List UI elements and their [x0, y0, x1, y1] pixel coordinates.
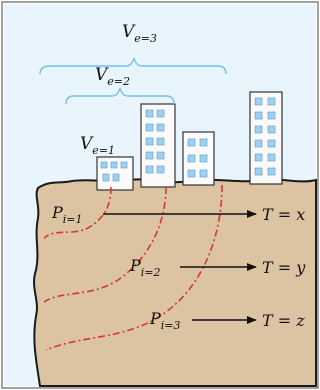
brace-ve3: [39, 57, 227, 75]
result-t-y: T = y: [262, 258, 306, 277]
result-t-x: T = x: [262, 205, 305, 224]
zone-boundary-2: [43, 186, 167, 303]
p1-label: Pi=1: [51, 203, 83, 226]
building-icon: [140, 103, 176, 188]
p3-label: Pi=3: [149, 309, 181, 332]
p2-label: Pi=2: [129, 256, 161, 279]
brace-ve2: [65, 87, 175, 105]
zone-boundary-3: [45, 184, 223, 351]
building-icon: [96, 156, 134, 191]
building-icon: [182, 131, 215, 186]
zone-boundary-1: [43, 186, 112, 239]
ve1-label: Ve=1: [80, 134, 115, 157]
curly-brace-icon: [39, 57, 227, 105]
ve2-label: Ve=2: [95, 65, 130, 88]
result-t-z: T = z: [262, 311, 305, 330]
building-icon: [249, 91, 283, 185]
ve3-label: Ve=3: [122, 22, 157, 45]
